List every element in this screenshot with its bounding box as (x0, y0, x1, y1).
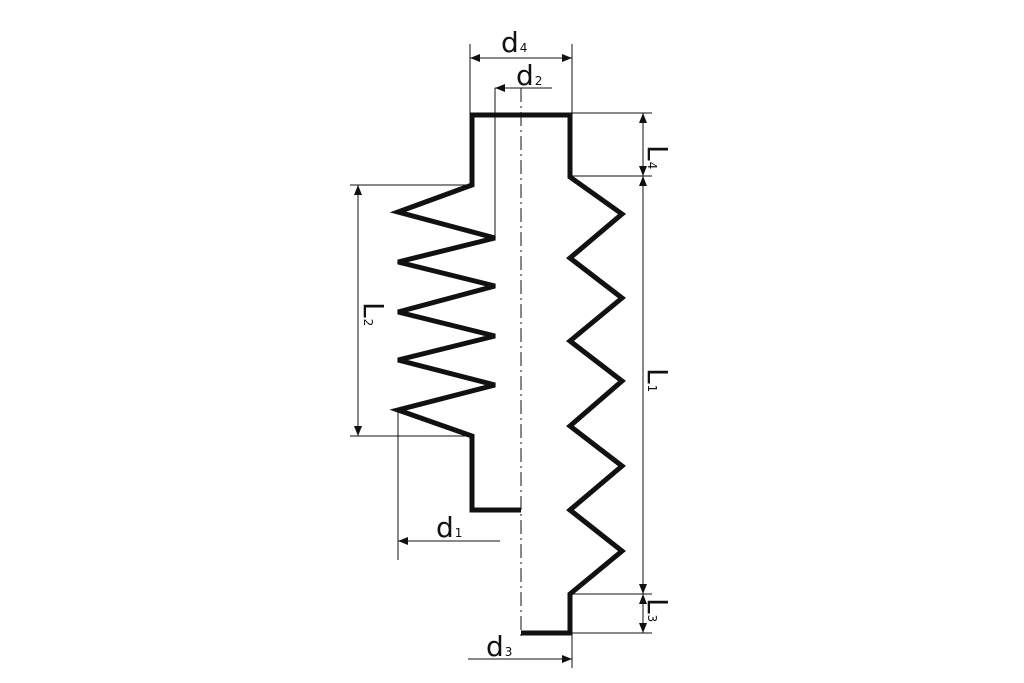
L4-label: L4 (641, 145, 674, 169)
d3-label: d3 (486, 630, 512, 663)
d2-label: d2 (516, 59, 542, 92)
d4-label: d4 (501, 26, 527, 59)
bellows-left-profile (389, 112, 521, 513)
bellows-right-profile (521, 112, 627, 636)
L1-label: L1 (641, 368, 674, 392)
L3-label: L3 (641, 598, 674, 622)
L2-label: L2 (357, 302, 390, 326)
d1-label: d1 (436, 511, 462, 544)
